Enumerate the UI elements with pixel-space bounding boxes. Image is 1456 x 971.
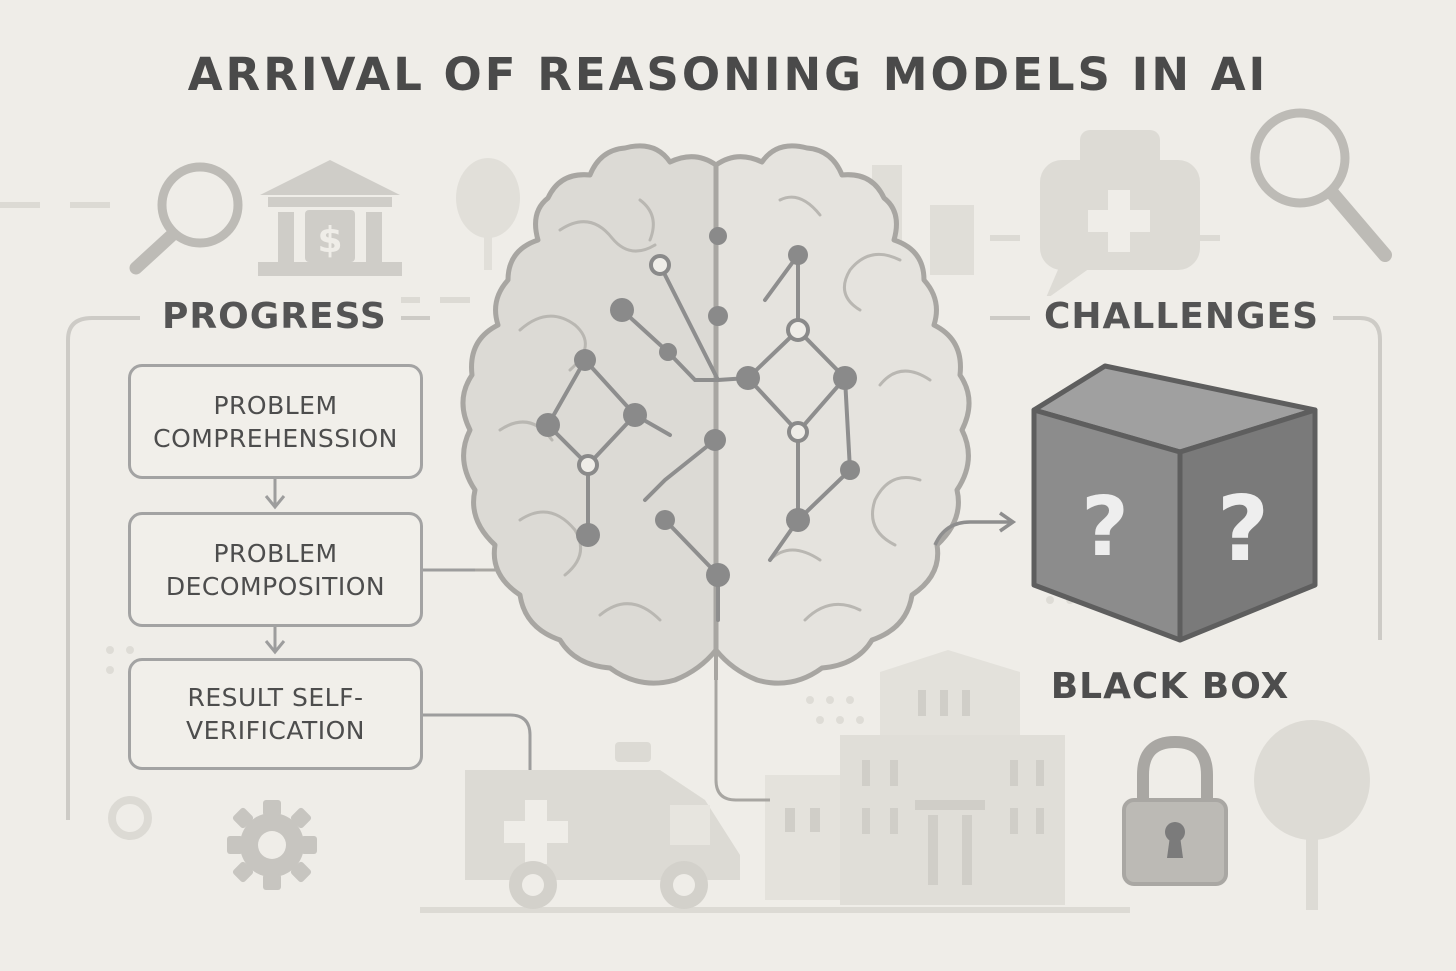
progress-label: PROGRESS	[148, 296, 401, 337]
challenges-frame	[990, 316, 1382, 640]
bank-icon: $	[258, 160, 402, 276]
magnifier-icon	[129, 162, 243, 275]
step-label: PROBLEM COMPREHENSSION	[153, 390, 398, 453]
tree-icon	[456, 158, 520, 270]
step-label: RESULT SELF- VERIFICATION	[185, 683, 366, 745]
svg-text:$: $	[317, 220, 342, 261]
page-title: ARRIVAL OF REASONING MODELS IN AI	[187, 48, 1269, 101]
circuit-open-nodes	[577, 254, 810, 476]
cube-side	[1177, 407, 1318, 643]
arrow-to-black-box	[933, 511, 1017, 546]
cube-question-mark-front: ?	[1081, 480, 1129, 575]
tree-icon	[1254, 720, 1370, 910]
padlock-icon	[1122, 735, 1228, 886]
step-problem-comprehension: PROBLEM COMPREHENSSION	[128, 364, 423, 479]
gear-icon	[227, 800, 317, 890]
black-box-label: BLACK BOX	[1050, 666, 1290, 707]
circuit-nodes	[536, 227, 860, 587]
step-problem-decomposition: PROBLEM DECOMPOSITION	[128, 512, 423, 627]
challenges-label: CHALLENGES	[1030, 296, 1334, 337]
hospital-icon	[765, 650, 1065, 905]
brain-icon	[460, 143, 972, 802]
ambulance-icon	[465, 742, 740, 909]
medical-chat-icon	[1040, 130, 1200, 300]
cube-question-mark-side: ?	[1217, 477, 1269, 582]
brain-left-hemisphere	[460, 143, 719, 686]
cube-icon	[1031, 363, 1318, 643]
step-result-self-verification: RESULT SELF- VERIFICATION	[128, 658, 423, 770]
magnifier-icon	[1250, 108, 1392, 262]
step-label: PROBLEM DECOMPOSITION	[165, 538, 386, 601]
gear-icon	[108, 796, 152, 840]
